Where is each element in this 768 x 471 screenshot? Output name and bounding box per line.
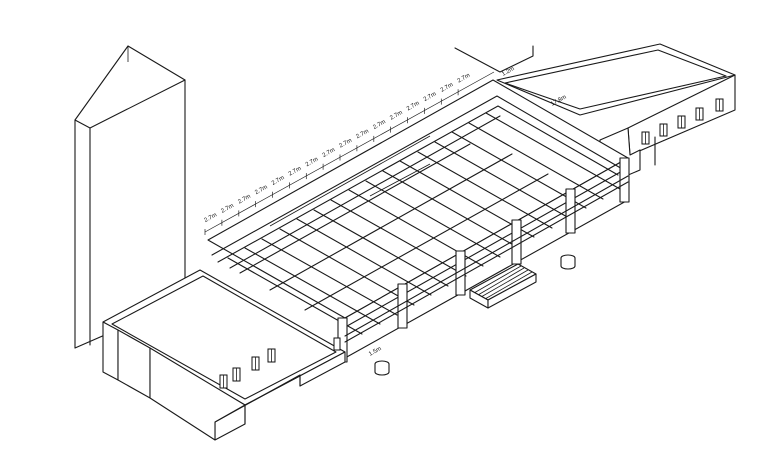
bay-dimension-label: 2.7m	[237, 194, 252, 206]
bay-dimension-label: 2.7m	[457, 73, 472, 85]
roof-joists	[227, 112, 621, 335]
west-annex-wing	[102, 269, 346, 441]
bay-dimension-label: 2.7m	[305, 157, 320, 169]
bay-dimension-label: 2.7m	[355, 129, 370, 141]
tall-neighbor-building	[74, 45, 186, 349]
main-structural-frame	[207, 79, 630, 363]
bay-dimension-label: 2.7m	[271, 175, 286, 187]
stair-dimension-label: 1.5m	[368, 346, 383, 358]
bay-dimension-label: 2.7m	[254, 184, 269, 196]
cylinder-planter-right	[560, 254, 576, 270]
bay-dimension-label: 2.7m	[372, 119, 387, 131]
bay-dimension-label: 2.7m	[322, 147, 337, 159]
bay-dimension-label: 2.7m	[288, 166, 303, 178]
bay-dimension-label: 2.7m	[423, 91, 438, 103]
bay-dimension-label: 2.7m	[203, 212, 218, 224]
end-dimension-label: 1.2m	[501, 66, 516, 78]
bay-dimension-label: 2.7m	[220, 203, 235, 215]
bay-dimension-label: 2.7m	[440, 82, 455, 94]
right-neighbor-building	[454, 45, 534, 73]
west-wing-windows	[219, 337, 341, 389]
front-stair	[469, 263, 537, 309]
bay-dimension-label: 2.7m	[406, 101, 421, 113]
bay-dimension-label: 2.7m	[389, 110, 404, 122]
bay-labels: 2.7m2.7m2.7m2.7m2.7m2.7m2.7m2.7m2.7m2.7m…	[203, 73, 471, 235]
east-wing-windows	[641, 98, 724, 145]
cross-girders	[229, 115, 549, 311]
bay-dimension-label: 2.7m	[338, 138, 353, 150]
cylinder-planter-left	[374, 360, 390, 376]
